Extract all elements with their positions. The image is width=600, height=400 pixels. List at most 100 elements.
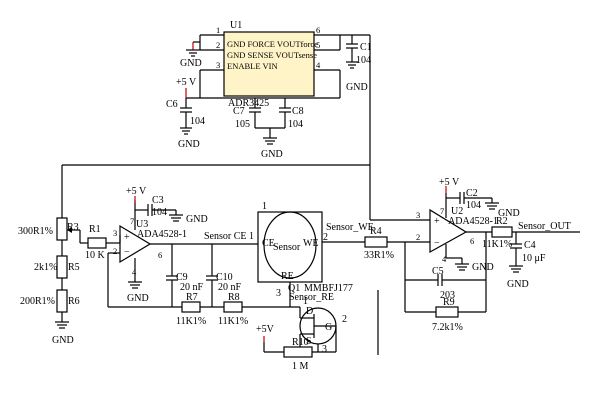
sensor: Sensor CE WE RE 1 2 3 Sensor_RE Sensor_W… <box>257 201 374 308</box>
c5-ref: C5 <box>432 266 444 277</box>
svg-text:−: − <box>124 247 130 258</box>
r5-val: 2k1% <box>34 262 57 273</box>
net-re: Sensor_RE <box>289 292 334 303</box>
u1-gnd-label: GND <box>180 58 202 69</box>
r5-ref: R5 <box>68 262 80 273</box>
r9-ref: R9 <box>443 297 455 308</box>
r6-val: 200R1% <box>20 296 55 307</box>
c4-val: 10 μF <box>522 253 546 264</box>
c7-ref: C7 <box>233 106 245 117</box>
sensor-ce: CE <box>262 238 275 249</box>
c3-val: 104 <box>152 207 167 218</box>
r10: +5V R10 1 M <box>256 324 336 372</box>
svg-text:−: − <box>434 238 440 249</box>
r2-ref: R2 <box>496 216 508 227</box>
c2-gnd: GND <box>498 208 520 219</box>
r1-val: 10 K <box>85 250 106 261</box>
u2-pin4: 4 <box>442 254 447 264</box>
q1-d: D <box>306 306 313 317</box>
u3-opamp: + − 3 2 7 4 6 U3 ADA4528-1 +5 V C3 104 G… <box>107 186 280 308</box>
c10-ref: C10 <box>216 272 233 283</box>
q1: Q1 MMBFJ177 D S G 1 2 3 <box>288 283 353 355</box>
c6-gnd: GND <box>178 139 200 150</box>
c6-ref: C6 <box>166 99 178 110</box>
u1-pin2: 2 <box>216 40 220 50</box>
c4-gnd: GND <box>507 279 529 290</box>
u1-row1: GND FORCE VOUTforce <box>227 39 318 49</box>
net-out: Sensor_OUT <box>518 221 571 232</box>
r10-plus5: +5V <box>256 324 275 335</box>
q1-p2: 2 <box>342 314 347 325</box>
q1-ref: Q1 <box>288 283 300 294</box>
u3-part: ADA4528-1 <box>137 229 187 240</box>
u2-plus5: +5 V <box>439 177 460 188</box>
u1-ref: U1 <box>230 20 242 31</box>
c1-ref: C1 <box>360 42 372 53</box>
u2-pin2: 2 <box>416 232 420 242</box>
u2-pin7: 7 <box>440 206 444 216</box>
u1-right-net: C1 104 GND <box>339 34 372 220</box>
u3-pin6: 6 <box>158 250 162 260</box>
sensor-we: WE <box>303 238 319 249</box>
u3-plus5: +5 V <box>126 186 147 197</box>
filter-network: Sensor CE 1 C9 20 nF C10 20 nF R7 11K1% … <box>166 231 254 327</box>
u1-pin3: 3 <box>216 60 220 70</box>
divider: 300R1% R3 2k1% R5 200R1% R6 GND <box>18 217 88 346</box>
r7-val: 11K1% <box>176 316 206 327</box>
u3-pin7: 7 <box>130 216 134 226</box>
svg-text:+: + <box>124 232 130 243</box>
r1-ref: R1 <box>89 224 101 235</box>
c9-val: 20 nF <box>180 282 204 293</box>
r6-gnd: GND <box>52 335 74 346</box>
q1-p1: 1 <box>303 296 308 307</box>
u1-lower-net: +5 V C6 104 GND C7 105 C8 104 GND <box>166 70 341 160</box>
r9-val: 7.2k1% <box>432 322 463 333</box>
c8-ref: C8 <box>292 106 304 117</box>
r6-ref: R6 <box>68 296 80 307</box>
c8-val: 104 <box>288 119 303 130</box>
u1-plus5: +5 V <box>176 77 197 88</box>
sensor-p1: 1 <box>262 201 267 212</box>
sensor-name: Sensor <box>273 242 301 253</box>
output-stage: R2 11K1% Sensor_OUT C4 10 μF GND <box>482 216 580 290</box>
u1-body <box>223 31 315 97</box>
c9-ref: C9 <box>176 272 188 283</box>
sensor-p3: 3 <box>276 288 281 299</box>
c7-val: 105 <box>235 119 250 130</box>
u3-ref: U3 <box>136 219 148 230</box>
q1-part: MMBFJ177 <box>304 283 353 294</box>
q1-s: S <box>306 336 312 347</box>
u2-gnd: GND <box>472 262 494 273</box>
c78-gnd: GND <box>261 149 283 160</box>
u2-ref: U2 <box>451 206 463 217</box>
c6-val: 104 <box>190 116 205 127</box>
u2-part: ADA4528-1 <box>448 216 498 227</box>
sensor-re: RE <box>281 271 294 282</box>
c2-ref: C2 <box>466 188 478 199</box>
u3-pin2: 2 <box>113 246 117 256</box>
c1-gnd: GND <box>346 82 368 93</box>
r4: R4 33R1% <box>364 219 430 355</box>
u2-pin3: 3 <box>416 210 420 220</box>
u1-pin4: 4 <box>316 60 321 70</box>
u1-part: ADR3425 <box>228 98 269 109</box>
r2-val: 11K1% <box>482 239 512 250</box>
u1-gnd-left: GND <box>180 35 202 69</box>
ref-line <box>61 164 370 218</box>
sensor-p2: 2 <box>323 232 328 243</box>
u2-opamp: + − 3 2 7 4 6 U2 ADA4528-1 +5 V C2 104 G… <box>404 177 520 333</box>
r8-val: 11K1% <box>218 316 248 327</box>
r4-ref: R4 <box>370 226 382 237</box>
r8-ref: R8 <box>228 292 240 303</box>
r4-val: 33R1% <box>364 250 394 261</box>
u1-row2: GND SENSE VOUTsense <box>227 50 317 60</box>
u3-gnd: GND <box>127 293 149 304</box>
u1-pin6: 6 <box>316 25 320 35</box>
r7-ref: R7 <box>186 292 198 303</box>
u2-pin6: 6 <box>470 236 474 246</box>
c3-gnd: GND <box>186 214 208 225</box>
sensor-body <box>257 211 323 283</box>
c3-ref: C3 <box>152 195 164 206</box>
u1-pin1: 1 <box>216 25 220 35</box>
